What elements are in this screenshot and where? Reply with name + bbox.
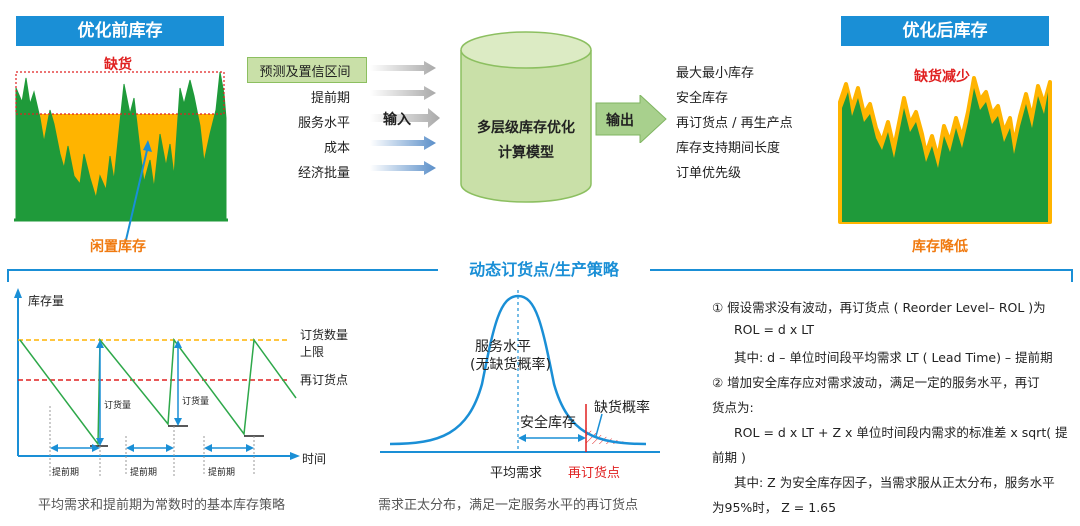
model-title-line2: 计算模型 — [498, 145, 554, 161]
safety-stock-label: 安全库存 — [520, 415, 576, 431]
output-arrow — [595, 95, 667, 143]
note-line-9: 为95%时， Z = 1.65 — [712, 500, 837, 515]
service-level-label: 服务水平 — [475, 339, 531, 355]
order-qty-label-2: 订货量 — [182, 397, 210, 407]
after-stockout-label: 缺货减少 — [914, 69, 970, 85]
lead-time-label-3: 提前期 — [208, 468, 236, 478]
normal-caption: 需求正太分布，满足一定服务水平的再订货点 — [378, 498, 639, 513]
input-item-forecast: 预测及置信区间 — [259, 65, 351, 80]
note-line-4: ② 增加安全库存应对需求波动，满足一定的服务水平，再订 — [712, 375, 1040, 390]
note-line-3: 其中: d – 单位时间段平均需求 LT ( Lead Time) – 提前期 — [734, 350, 1053, 365]
output-item-coverage: 库存支持期间长度 — [676, 141, 781, 156]
input-arrows — [370, 61, 440, 175]
input-item-service-level: 服务水平 — [297, 116, 350, 131]
no-stockout-label: (无缺货概率) — [470, 357, 551, 373]
output-item-reorder-point: 再订货点 / 再生产点 — [676, 116, 793, 131]
lead-time-label-1: 提前期 — [52, 468, 80, 478]
model-cylinder — [460, 31, 592, 203]
sawtooth-y-axis-label: 库存量 — [28, 294, 65, 308]
input-arrow-label: 输入 — [383, 112, 411, 128]
note-line-7: 前期 ) — [712, 450, 746, 465]
after-inventory-chart — [838, 76, 1052, 224]
lead-time-label-2: 提前期 — [130, 468, 158, 478]
output-item-safety-stock: 安全库存 — [676, 91, 729, 106]
input-item-leadtime: 提前期 — [310, 91, 350, 106]
note-line-5: 货点为: — [712, 400, 754, 415]
output-arrow-label: 输出 — [606, 113, 634, 129]
stockout-prob-label: 缺货概率 — [594, 400, 650, 416]
section-title: 动态订货点/生产策略 — [469, 260, 619, 279]
model-title-line1: 多层级库存优化 — [477, 120, 575, 136]
normal-distribution-chart — [380, 290, 660, 453]
after-reduce-label: 库存降低 — [912, 239, 968, 255]
note-line-8: 其中: Z 为安全库存因子，当需求服从正太分布，服务水平 — [734, 475, 1055, 490]
before-inventory-chart — [14, 58, 228, 222]
section-bracket — [7, 269, 1073, 282]
normal-reorder-point-label: 再订货点 — [568, 466, 621, 481]
output-item-priority: 订单优先级 — [676, 166, 742, 181]
input-item-cost: 成本 — [323, 141, 350, 156]
sawtooth-x-axis-label: 时间 — [302, 452, 327, 466]
after-header: 优化后库存 — [841, 16, 1049, 46]
note-line-1: ① 假设需求没有波动，再订货点 ( Reorder Level– ROL )为 — [712, 300, 1046, 315]
note-line-2: ROL = d x LT — [734, 322, 815, 337]
upper-limit-label-2: 上限 — [300, 345, 325, 359]
reorder-point-label: 再订货点 — [300, 373, 349, 387]
output-item-minmax: 最大最小库存 — [676, 66, 755, 81]
before-header: 优化前库存 — [16, 16, 224, 46]
avg-demand-label: 平均需求 — [490, 466, 543, 481]
before-stockout-label: 缺货 — [104, 57, 132, 73]
upper-limit-label-1: 订货数量 — [300, 328, 349, 342]
note-line-6: ROL = d x LT + Z x 单位时间段内需求的标准差 x sqrt( … — [734, 425, 1068, 440]
order-qty-label-1: 订货量 — [104, 401, 132, 411]
sawtooth-caption: 平均需求和提前期为常数时的基本库存策略 — [38, 498, 286, 513]
input-item-eoq: 经济批量 — [297, 166, 350, 181]
idle-pointer-arrow — [125, 140, 152, 241]
sawtooth-chart — [14, 288, 300, 476]
input-highlight-box — [247, 57, 367, 83]
idle-stock-label: 闲置库存 — [90, 239, 146, 255]
